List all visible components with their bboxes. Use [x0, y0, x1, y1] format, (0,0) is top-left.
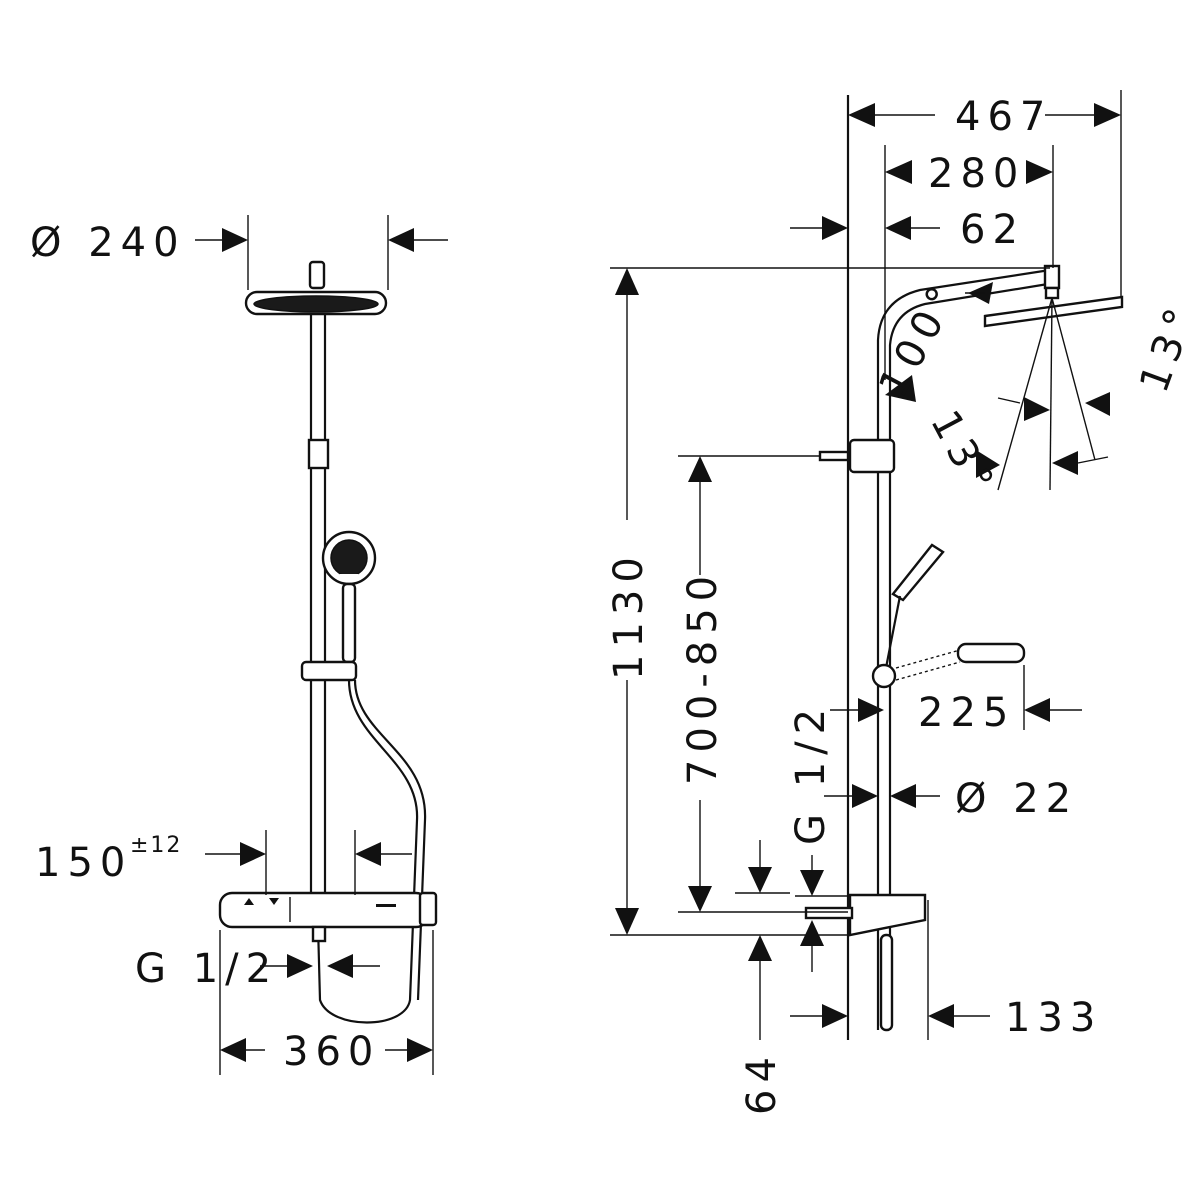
shower-arm-top [876, 268, 1051, 380]
head-swivel [1044, 286, 1060, 300]
inlet-thread-label: G 1/2 [135, 946, 278, 992]
thermostat-knob [418, 891, 438, 927]
wall-bracket [848, 438, 896, 474]
hand-shower-face [330, 539, 368, 577]
projection-label: 467 [955, 94, 1052, 140]
side-hand-shower-stem [895, 649, 961, 681]
tolerance-base-label: 150 [35, 840, 132, 886]
shower-hose-outer [353, 679, 427, 1001]
bar-height-label: 700-850 [680, 569, 726, 785]
up-button-icon [244, 898, 254, 905]
hand-shower-handle [341, 582, 357, 664]
side-holder [871, 663, 897, 689]
side-thermostat [848, 893, 927, 937]
head-connector [308, 260, 326, 290]
wall-offset-label: 62 [960, 207, 1025, 253]
hand-shower-holder [300, 660, 358, 682]
inlet-connector [311, 925, 327, 943]
select-button-icon [376, 904, 396, 907]
down-button-icon [269, 898, 279, 905]
side-hand-shower-head [956, 642, 1026, 664]
total-height-label: 1130 [606, 550, 652, 680]
side-hand-shower-upper [891, 543, 945, 602]
pipe-diameter-label: Ø 22 [955, 776, 1078, 822]
shower-hose [316, 679, 419, 1024]
tilt-angle-right-label: 13° [1131, 296, 1200, 398]
side-view: 467 280 62 1130 700-850 [606, 90, 1200, 1115]
head-diameter-label: Ø 240 [30, 220, 186, 266]
rain-shower-face [253, 295, 379, 313]
side-hose-outlet [879, 933, 894, 1032]
shower-arm-bottom [888, 282, 1049, 380]
side-shower-head [983, 295, 1124, 328]
tilt-angle-left-label: 13° [921, 403, 1005, 506]
tolerance-sup-label: ±12 [130, 833, 182, 858]
inlet-offset-label: 64 [739, 1050, 785, 1115]
front-view: Ø 240 150 ±12 G 1/2 360 [30, 215, 448, 1075]
arm-length-label: 280 [928, 151, 1025, 197]
thermostat-shelf [218, 891, 430, 929]
thermostat-depth-label: 133 [1005, 995, 1102, 1041]
hand-shower-reach-label: 225 [918, 690, 1015, 736]
hand-shower-button [340, 574, 358, 579]
width-label: 360 [283, 1029, 380, 1075]
slide-clamp [307, 438, 330, 470]
side-inlet-thread-label: G 1/2 [788, 702, 834, 845]
arm-joint [1043, 264, 1061, 290]
bracket-pin [818, 450, 850, 462]
side-inlet-pipe [804, 906, 854, 920]
